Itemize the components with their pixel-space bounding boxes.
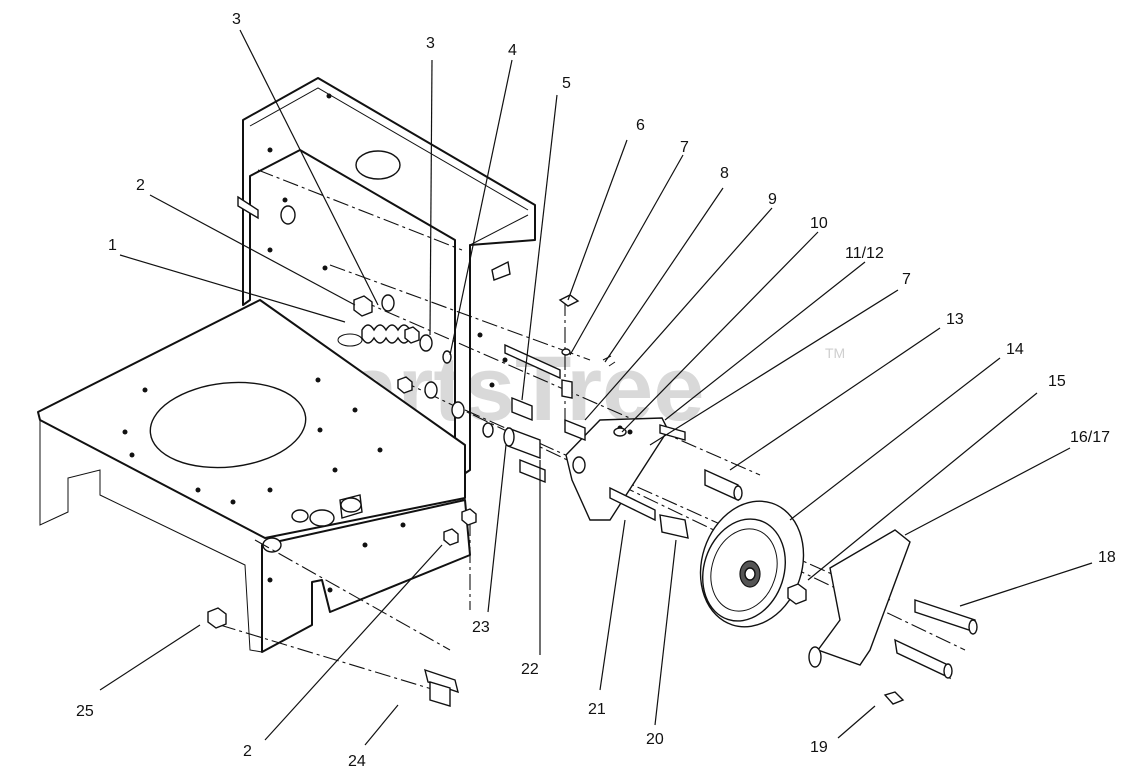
callout-2-bottom: 2 (243, 743, 252, 760)
callout-5: 5 (562, 75, 571, 92)
callout-2-left: 2 (136, 177, 145, 194)
callout-10: 10 (810, 215, 828, 232)
callout-13: 13 (946, 311, 964, 328)
callout-9: 9 (768, 191, 777, 208)
exploded-parts (207, 294, 978, 707)
callout-18: 18 (1098, 549, 1116, 566)
callout-21: 21 (588, 701, 606, 718)
callout-1: 1 (108, 237, 117, 254)
callout-8: 8 (720, 165, 729, 182)
callout-14: 14 (1006, 341, 1024, 358)
callout-22: 22 (521, 661, 539, 678)
idler-pulley (699, 500, 805, 628)
callout-25: 25 (76, 703, 94, 720)
callout-3-top-left: 3 (232, 11, 241, 28)
callout-20: 20 (646, 731, 664, 748)
callout-15: 15 (1048, 373, 1066, 390)
callout-23: 23 (472, 619, 490, 636)
callout-labels: 3 3 4 5 6 7 8 9 10 11/12 7 13 14 15 16/1… (76, 11, 1116, 770)
watermark-trademark: TM (825, 345, 845, 361)
callout-7-lower: 7 (902, 271, 911, 288)
callout-11-12: 11/12 (845, 245, 884, 262)
callout-3-top: 3 (426, 35, 435, 52)
callout-19: 19 (810, 739, 828, 756)
callout-16-17: 16/17 (1070, 429, 1110, 446)
callout-7-upper: 7 (680, 139, 689, 156)
leader-lines (99, 29, 1093, 746)
chassis-frame (37, 77, 536, 653)
callout-6: 6 (636, 117, 645, 134)
callout-4: 4 (508, 42, 517, 59)
callout-24: 24 (348, 753, 366, 770)
